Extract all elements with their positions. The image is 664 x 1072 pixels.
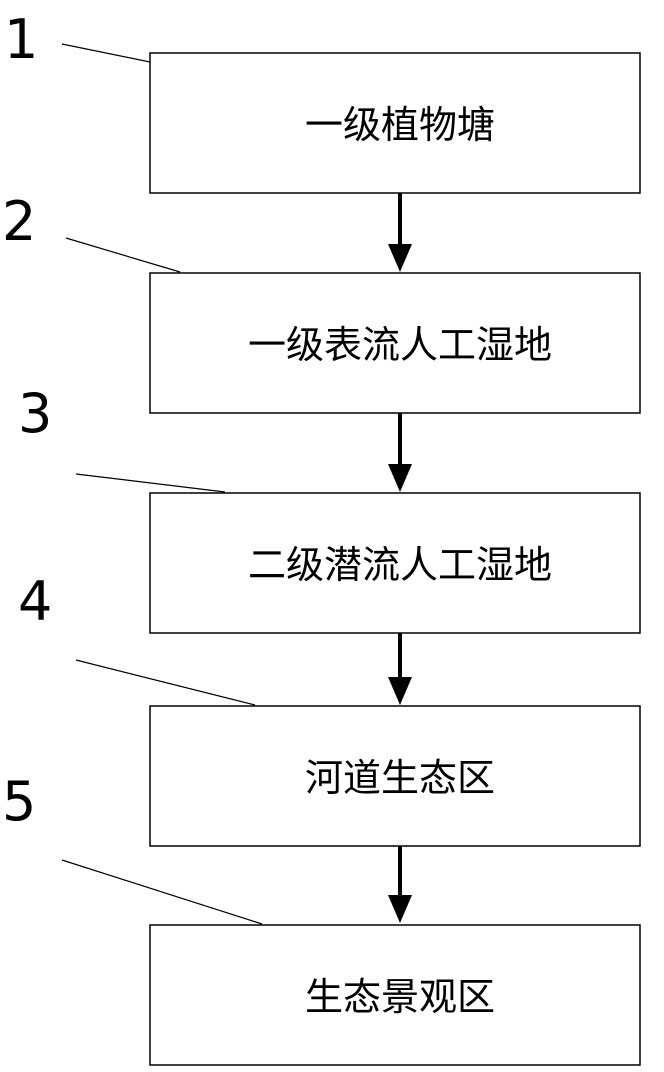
step-2: 2 一级表流人工湿地: [2, 190, 641, 414]
step-4-leader-line: [75, 659, 256, 706]
step-3: 3 二级潜流人工湿地: [18, 382, 641, 634]
step-2-leader-line: [65, 237, 181, 273]
step-4: 4 河道生态区: [18, 570, 641, 847]
arrow-1-2: [388, 193, 412, 272]
step-5: 5 生态景观区: [2, 770, 641, 1066]
step-1-number: 1: [4, 8, 38, 71]
step-5-leader-line: [61, 859, 263, 925]
arrow-4-5: [388, 846, 412, 923]
step-4-number: 4: [18, 570, 52, 633]
step-2-box: [149, 272, 641, 414]
step-3-leader-line: [75, 473, 226, 493]
step-5-label: 生态景观区: [305, 975, 495, 1019]
step-1-label: 一级植物塘: [305, 103, 495, 147]
arrow-3-4: [388, 633, 412, 705]
step-3-label: 二级潜流人工湿地: [248, 543, 552, 587]
step-3-box: [149, 492, 641, 634]
step-1-box: [149, 52, 641, 194]
step-2-number: 2: [2, 190, 36, 253]
step-3-number: 3: [18, 382, 52, 445]
step-4-box: [149, 705, 641, 847]
step-5-box: [149, 924, 641, 1066]
step-4-label: 河道生态区: [305, 756, 495, 800]
step-2-label: 一级表流人工湿地: [248, 323, 552, 367]
arrow-2-3: [388, 413, 412, 492]
step-1: 1 一级植物塘: [4, 8, 641, 194]
step-1-leader-line: [61, 43, 151, 63]
step-5-number: 5: [2, 770, 36, 833]
